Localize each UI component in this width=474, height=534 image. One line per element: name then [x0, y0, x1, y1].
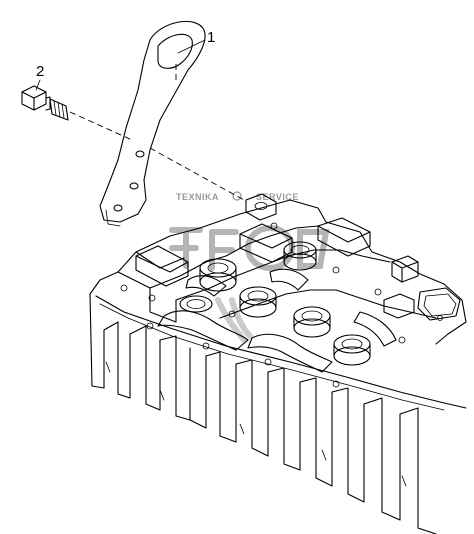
bolt[interactable]: [21, 85, 69, 121]
lifting-bracket[interactable]: [99, 20, 206, 227]
callout-1-label: 1: [207, 29, 215, 46]
callout-1[interactable]: 1: [177, 29, 215, 54]
watermark-right-text: SERVICE: [256, 192, 299, 202]
callout-1-leader: [177, 39, 206, 54]
cylinder-head: [89, 193, 467, 534]
callout-2-label: 2: [36, 63, 44, 80]
bracket-hole-bottom: [113, 204, 123, 212]
bracket-hole-top: [135, 150, 145, 158]
bracket-hole-mid: [129, 182, 139, 190]
watermark-dot-icon: [232, 191, 242, 201]
watermark-logo: [169, 225, 330, 343]
assembly-line: [69, 111, 245, 201]
callout-2[interactable]: 2: [35, 63, 44, 91]
watermark-left-text: TEXNIKA: [176, 192, 219, 202]
callout-2-leader: [35, 79, 41, 91]
bracket-lifting-eye: [157, 33, 193, 69]
